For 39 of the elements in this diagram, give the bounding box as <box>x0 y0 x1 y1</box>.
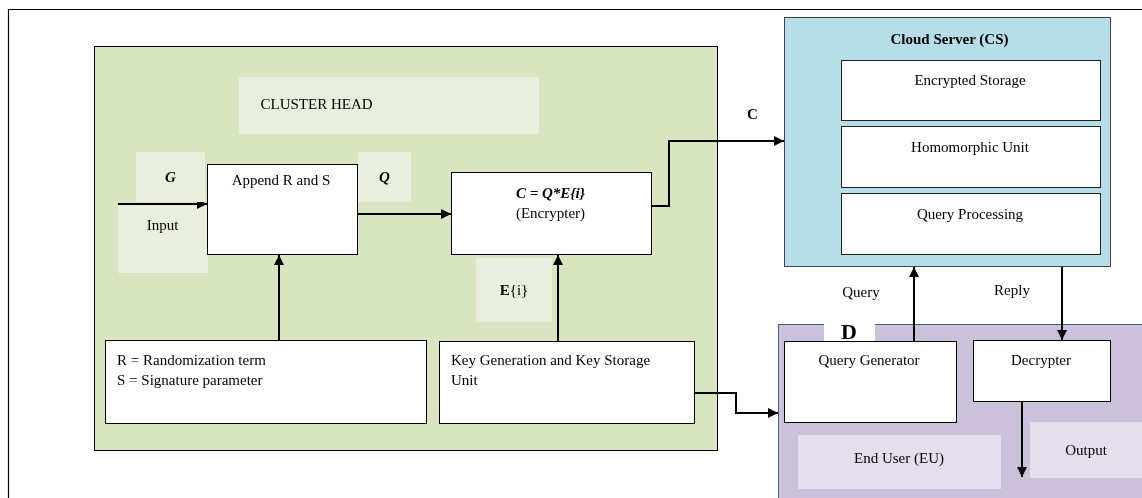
group-panel <box>778 324 1142 498</box>
process-box <box>840 59 1101 121</box>
process-box <box>206 163 358 255</box>
arrow <box>694 392 779 418</box>
arrow <box>651 136 785 207</box>
box-label: S = Signature parameter <box>117 371 264 390</box>
process-box <box>840 192 1101 255</box>
process-box <box>840 125 1101 188</box>
box-label: Query Generator <box>817 351 921 370</box>
arrow <box>1057 266 1067 341</box>
arrow <box>274 254 284 341</box>
arrow <box>357 209 452 219</box>
box-label: Key Generation and Key Storage Unit <box>451 351 652 390</box>
input-label: Input <box>117 203 208 273</box>
box-label: Append R and S <box>231 171 331 190</box>
box-label: C = Q*E{i} <box>515 184 586 203</box>
box-label: Decrypter <box>1010 351 1072 370</box>
box-label: Encrypted Storage <box>913 71 1027 90</box>
edge-label: Output <box>1030 422 1142 478</box>
edge-label: Q <box>358 152 411 202</box>
edge-label: G <box>136 152 205 202</box>
process-box <box>972 339 1111 402</box>
arrow <box>553 254 563 342</box>
process-box <box>783 340 957 423</box>
group-panel <box>784 17 1111 267</box>
box-label: (Encrypter) <box>514 204 587 223</box>
edge-label: E{i} <box>476 258 552 322</box>
group-panel <box>94 46 718 451</box>
box-label: R = Randomization term <box>117 351 267 370</box>
box-label: Query Processing <box>915 205 1025 224</box>
title-label: End User (EU) <box>797 434 1001 489</box>
box-label: Homomorphic Unit <box>910 138 1030 157</box>
process-box <box>438 340 695 424</box>
title-label: CLUSTER HEAD <box>238 76 539 134</box>
arrow <box>909 266 919 342</box>
arrow <box>1017 401 1027 478</box>
box-label: Cloud Server (CS) <box>889 29 1010 49</box>
process-box <box>104 339 427 424</box>
process-box <box>450 171 652 255</box>
